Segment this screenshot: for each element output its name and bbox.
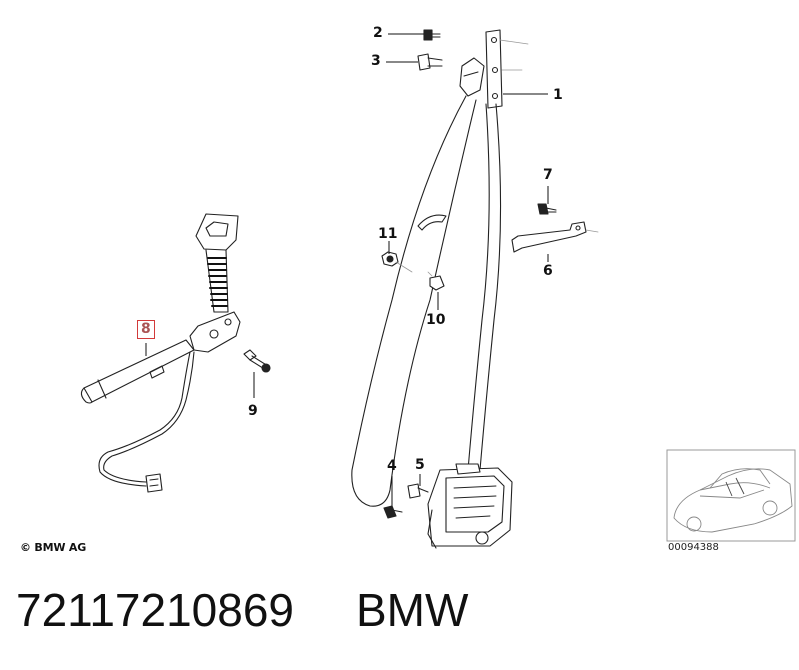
callout-4: 4	[387, 458, 397, 474]
thumbnail-id: 00094388	[668, 542, 719, 553]
callout-11: 11	[378, 226, 398, 242]
callout-5: 5	[415, 457, 425, 473]
brand-name: BMW	[356, 584, 469, 636]
upper-belt-assembly	[351, 29, 513, 549]
callout-9: 9	[248, 403, 258, 419]
callout-1: 1	[553, 87, 563, 103]
callout-2: 2	[373, 25, 383, 41]
part-number: 72117210869	[16, 584, 294, 636]
callout-10: 10	[426, 312, 446, 328]
bolt-4	[383, 505, 403, 519]
bolt-2	[423, 29, 441, 41]
bolt-7	[537, 203, 557, 215]
belt-buckle-assembly	[80, 213, 241, 493]
leader-lines	[145, 33, 549, 506]
callout-8: 8	[137, 320, 155, 339]
nut-11	[381, 251, 399, 267]
callout-3: 3	[371, 53, 381, 69]
bolt-3	[417, 53, 443, 71]
callout-7: 7	[543, 167, 553, 183]
bolt-9	[243, 349, 271, 373]
callout-6: 6	[543, 263, 553, 279]
cap-10	[429, 275, 445, 291]
bracket-6	[511, 221, 599, 253]
copyright-notice: © BMW AG	[20, 541, 87, 554]
bolt-5	[407, 483, 429, 499]
vehicle-thumbnail	[666, 449, 796, 542]
